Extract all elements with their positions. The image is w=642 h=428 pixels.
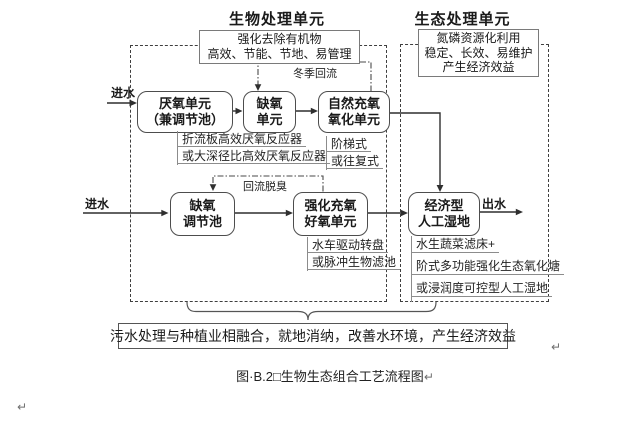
wetland-annotation-row: 或浸润度可控型人工湿地 <box>412 280 553 297</box>
bio-unit-title: 生物处理单元 <box>228 11 325 28</box>
anaerobic-annotation: 折流板高效厌氧反应器 或大深径比高效厌氧反应器 <box>177 131 331 165</box>
bio-note-line2: 高效、节能、节地、易管理 <box>207 47 352 61</box>
enhanced-aerobic-box: 强化充氧 好氧单元 <box>293 192 368 236</box>
winter-recycle-arrowhead <box>254 84 262 91</box>
summary-brace <box>186 301 437 321</box>
anaerobic-annotation-row: 折流板高效厌氧反应器 <box>178 131 307 147</box>
deodorize-recycle-arrowhead <box>209 184 217 191</box>
inflow1-arrowhead <box>129 99 137 107</box>
anoxic-unit-line2: 单元 <box>256 112 283 127</box>
aerobic-annotation-row: 水车驱动转盘 <box>308 237 389 253</box>
anaerobic-annotation-row: 或大深径比高效厌氧反应器 <box>178 148 331 164</box>
deodorize-recycle-line <box>212 175 324 192</box>
eco-note-line3: 产生经济效益 <box>442 60 515 75</box>
bio-note-line1: 强化去除有机物 <box>237 32 322 46</box>
natural-oxygen-annotation-row: 或往复式 <box>327 153 384 169</box>
anoxic-regulating-box: 缺氧 调节池 <box>170 192 235 236</box>
wetland-annotation-row: 阶式多功能强化生态氧化塘 <box>412 258 565 275</box>
aerobic-annotation: 水车驱动转盘 或脉冲生物滤池 <box>307 237 401 271</box>
anoxreg-to-aerobic-arrowhead <box>285 209 293 217</box>
aerobic-to-wetland-arrowhead <box>400 209 408 217</box>
eco-note-line2: 稳定、长效、易维护 <box>424 45 533 60</box>
anoxic-to-naturaloxy-arrowhead <box>310 107 318 115</box>
wetland-annotation-row: 水生蔬菜滤床+ <box>412 236 500 253</box>
summary-box: 污水处理与种植业相融合，就地消纳，改善水环境，产生经济效益 <box>110 323 516 349</box>
anaerobic-unit-line1: 厌氧单元 <box>158 96 211 111</box>
eco-unit-title: 生态处理单元 <box>414 11 511 28</box>
inflow2-arrowhead <box>161 209 169 217</box>
eco-note-line1: 氮磷资源化利用 <box>436 31 521 46</box>
natural-oxygen-annotation-row: 阶梯式 <box>327 136 372 152</box>
anaerobic-unit-line2: （兼调节池） <box>145 112 224 127</box>
natural-oxygen-annotation: 阶梯式 或往复式 <box>326 136 384 170</box>
naturaloxy-to-wetland-arrowhead <box>436 185 444 192</box>
inflow1-label: 进水 <box>111 86 136 100</box>
enhanced-aerobic-line1: 强化充氧 <box>304 198 357 213</box>
deodorize-recycle-label: 回流脱臭 <box>243 181 287 193</box>
paragraph-return-mark: ↵ <box>17 400 28 414</box>
wetland-line2: 人工湿地 <box>417 214 470 229</box>
eco-note-box: 氮磷资源化利用 稳定、长效、易维护 产生经济效益 <box>418 29 539 77</box>
anoxic-regulating-line1: 缺氧 <box>189 198 216 213</box>
natural-oxygen-unit-box: 自然充氧 氧化单元 <box>318 91 390 133</box>
summary-text: 污水处理与种植业相融合，就地消纳，改善水环境，产生经济效益 <box>110 328 516 344</box>
wetland-box: 经济型 人工湿地 <box>408 192 480 236</box>
figure-caption-text: 图·B.2□生物生态组合工艺流程图 <box>236 369 424 384</box>
wetland-annotation: 水生蔬菜滤床+ 阶式多功能强化生态氧化塘 或浸润度可控型人工湿地 <box>411 236 565 302</box>
anaerobic-unit-box: 厌氧单元 （兼调节池） <box>137 91 233 133</box>
naturaloxy-to-wetland-elbow-line <box>387 112 441 187</box>
caption-return-mark: ↵ <box>423 370 434 384</box>
outflow-arrowhead <box>515 208 523 216</box>
natural-oxygen-line2: 氧化单元 <box>327 112 380 127</box>
outflow-label: 出水 <box>482 197 507 211</box>
bio-note-box: 强化去除有机物 高效、节能、节地、易管理 <box>199 30 360 64</box>
anaerobic-to-anoxic-arrowhead <box>235 107 243 115</box>
anoxic-regulating-line2: 调节池 <box>182 214 222 229</box>
anoxic-unit-box: 缺氧 单元 <box>243 91 296 133</box>
natural-oxygen-line1: 自然充氧 <box>327 96 380 111</box>
anoxic-unit-line1: 缺氧 <box>256 96 283 111</box>
inflow2-label: 进水 <box>85 197 110 211</box>
aerobic-annotation-row: 或脉冲生物滤池 <box>308 254 401 270</box>
figure-caption: 图·B.2□生物生态组合工艺流程图↵ <box>0 366 642 385</box>
paragraph-return-mark: ↵ <box>551 340 562 354</box>
wetland-line1: 经济型 <box>424 198 464 213</box>
winter-recycle-label: 冬季回流 <box>293 68 337 80</box>
enhanced-aerobic-line2: 好氧单元 <box>304 214 357 229</box>
